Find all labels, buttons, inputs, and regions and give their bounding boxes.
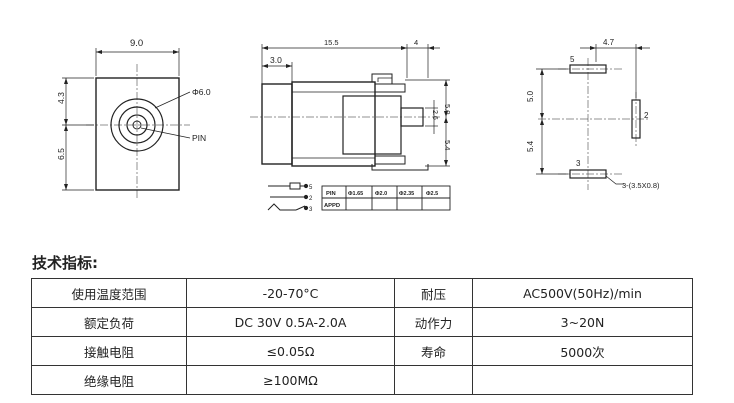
spec-value: ≥100MΩ xyxy=(186,365,395,395)
spec-label: 绝缘电阻 xyxy=(31,365,187,395)
spec-value: ≤0.05Ω xyxy=(186,336,395,366)
pin-table-cell: PIN xyxy=(326,191,336,197)
schematic-terminal-5: 5 xyxy=(309,185,313,191)
side-pin-offset-dim: 4 xyxy=(414,38,418,47)
front-width-dim: 9.0 xyxy=(130,38,143,49)
side-front-dim: 3.0 xyxy=(270,55,282,65)
pin-label: PIN xyxy=(192,133,206,143)
spec-value xyxy=(472,365,693,395)
footprint-width-dim: 4.7 xyxy=(603,38,615,47)
spec-label: 接触电阻 xyxy=(31,336,187,366)
pin-table-cell: Φ2.0 xyxy=(375,191,387,197)
front-bottom-height-dim: 6.5 xyxy=(56,148,66,160)
schematic-terminal-3: 3 xyxy=(309,207,313,213)
front-view xyxy=(62,48,191,200)
table-row: 额定负荷 DC 30V 0.5A-2.0A 动作力 3~20N xyxy=(31,307,693,337)
spec-label: 动作力 xyxy=(394,307,473,337)
schematic-terminal-2: 2 xyxy=(309,196,313,202)
side-view xyxy=(250,44,450,171)
spec-label: 使用温度范围 xyxy=(31,278,187,308)
footprint-upper-dim: 5.0 xyxy=(526,90,535,102)
spec-value: 5000次 xyxy=(472,336,693,366)
spec-value: -20-70°C xyxy=(186,278,395,308)
side-pin-width-dim: 2.6 xyxy=(431,110,438,120)
hole-diameter-label: Φ6.0 xyxy=(192,87,211,97)
pad-3-label: 3 xyxy=(576,159,581,168)
technical-drawing: 9.0 4.3 6.5 Φ6.0 PIN 15.5 4 3.0 5.0 5.4 … xyxy=(56,38,660,213)
side-upper-height-dim: 5.0 xyxy=(443,104,452,114)
spec-section-title: 技术指标: xyxy=(32,254,98,272)
spec-value: 3~20N xyxy=(472,307,693,337)
table-row: 绝缘电阻 ≥100MΩ xyxy=(31,365,693,395)
spec-label xyxy=(394,365,473,395)
side-length-dim: 15.5 xyxy=(324,38,339,47)
spec-label: 额定负荷 xyxy=(31,307,187,337)
spec-label: 寿命 xyxy=(394,336,473,366)
pad-5-label: 5 xyxy=(570,55,575,64)
spec-value: DC 30V 0.5A-2.0A xyxy=(186,307,395,337)
pin-table-cell: Φ2.5 xyxy=(426,191,438,197)
spec-value: AC500V(50Hz)/min xyxy=(472,278,693,308)
table-row: 接触电阻 ≤0.05Ω 寿命 5000次 xyxy=(31,336,693,366)
footprint-view xyxy=(536,44,650,190)
schematic-symbol xyxy=(267,182,309,211)
spec-table: 使用温度范围 -20-70°C 耐压 AC500V(50Hz)/min 额定负荷… xyxy=(31,278,693,395)
pad-2-label: 2 xyxy=(644,111,649,120)
pin-table xyxy=(321,185,451,211)
pin-table-cell: APPD xyxy=(324,203,340,209)
footprint-lower-dim: 5.4 xyxy=(526,140,535,152)
spec-label: 耐压 xyxy=(394,278,473,308)
pin-table-cell: Φ2.35 xyxy=(399,191,414,197)
pin-table-cell: Φ1.65 xyxy=(348,191,363,197)
front-top-height-dim: 4.3 xyxy=(56,92,66,104)
slot-size-label: 3-(3.5X0.8) xyxy=(622,181,660,190)
table-row: 使用温度范围 -20-70°C 耐压 AC500V(50Hz)/min xyxy=(31,278,693,308)
side-lower-height-dim: 5.4 xyxy=(443,140,452,150)
